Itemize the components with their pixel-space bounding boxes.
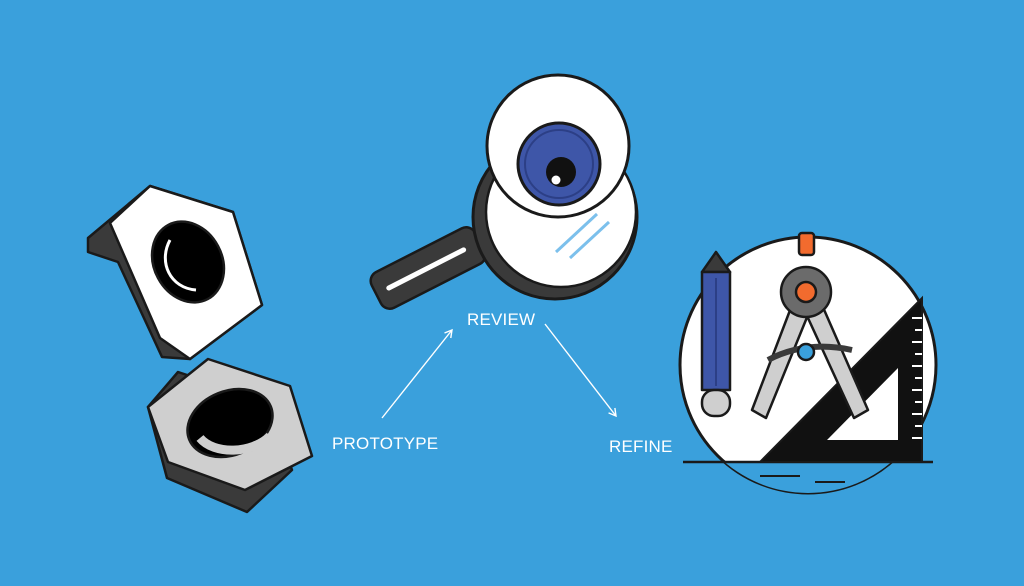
arrow-prototype-to-review bbox=[381, 328, 453, 419]
hex-nut-icon-top bbox=[86, 184, 264, 361]
arrow-review-to-refine bbox=[544, 323, 617, 418]
hex-nut-icon-bottom bbox=[146, 357, 314, 514]
drafting-tools-badge bbox=[678, 231, 938, 495]
step-label-review: REVIEW bbox=[467, 310, 536, 329]
pencil-icon bbox=[700, 250, 732, 418]
drafting-compass-icon bbox=[750, 231, 870, 420]
step-label-prototype: PROTOTYPE bbox=[332, 434, 439, 453]
eyeball-icon bbox=[485, 73, 631, 219]
step-label-refine: REFINE bbox=[609, 437, 673, 456]
